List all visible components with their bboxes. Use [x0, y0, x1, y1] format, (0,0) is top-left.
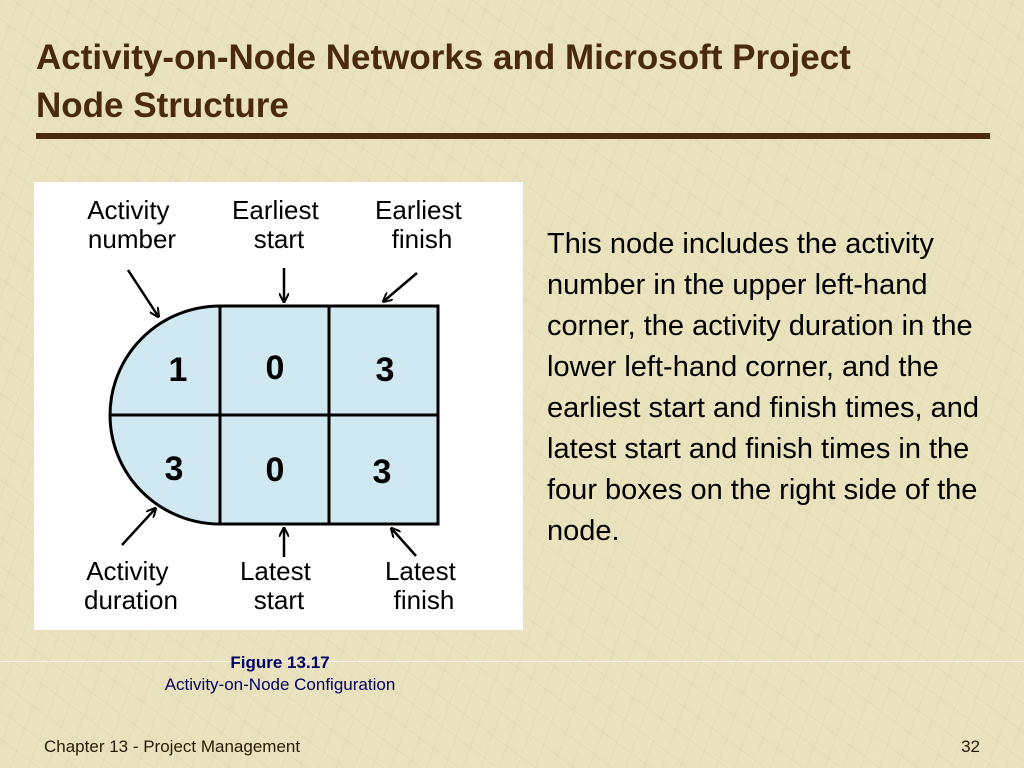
- earliest-start-label-line-2: start: [254, 224, 305, 254]
- latest-start-label-line-1: Latest: [240, 556, 312, 586]
- title-line-2: Node Structure: [36, 86, 289, 125]
- activity-number-label: Activity number: [87, 195, 177, 254]
- latest-finish-label-line-1: Latest: [385, 556, 457, 586]
- latest-finish-label-line-2: finish: [394, 585, 455, 615]
- slide-title: Activity-on-Node Networks and Microsoft …: [36, 34, 996, 130]
- latest-start-label-line-2: start: [254, 585, 305, 615]
- page-number: 32: [961, 737, 980, 756]
- earliest-finish-arrow: [384, 272, 418, 301]
- activity-duration-value: 3: [165, 450, 184, 488]
- latest-finish-label: Latest finish: [385, 556, 463, 615]
- description-text: This node includes the activity number i…: [547, 228, 979, 547]
- figure-caption-title: Figure 13.17: [230, 653, 330, 672]
- latest-finish-value: 3: [373, 453, 392, 491]
- node-diagram: 1 3 0 3 0 3 Activity number Earliest sta…: [84, 195, 469, 615]
- activity-duration-arrow: [121, 509, 155, 546]
- earliest-finish-label-line-1: Earliest: [375, 195, 462, 225]
- latest-start-value: 0: [266, 451, 285, 489]
- title-line-1: Activity-on-Node Networks and Microsoft …: [36, 38, 851, 77]
- earliest-finish-value: 3: [376, 351, 395, 389]
- earliest-start-label-line-1: Earliest: [232, 195, 319, 225]
- activity-duration-label-line-2: duration: [84, 585, 178, 615]
- latest-start-label: Latest start: [240, 556, 318, 615]
- activity-duration-label: Activity duration: [84, 556, 178, 615]
- footer-chapter-label: Chapter 13 - Project Management: [44, 737, 301, 756]
- earliest-start-value: 0: [266, 349, 285, 387]
- latest-finish-arrow: [392, 529, 417, 557]
- earliest-start-label: Earliest start: [232, 195, 326, 254]
- footer-divider: [0, 661, 1024, 662]
- node-diagram-panel: 1 3 0 3 0 3 Activity number Earliest sta…: [34, 182, 523, 630]
- activity-number-value: 1: [169, 351, 188, 389]
- figure-caption-subtitle: Activity-on-Node Configuration: [164, 675, 396, 694]
- activity-number-label-line-1: Activity: [87, 195, 169, 225]
- earliest-finish-label-line-2: finish: [392, 224, 453, 254]
- title-underline: [36, 133, 990, 139]
- activity-number-arrow: [126, 269, 158, 316]
- activity-duration-label-line-1: Activity: [86, 556, 168, 586]
- figure-caption: Figure 13.17 Activity-on-Node Configurat…: [130, 652, 430, 696]
- activity-number-label-line-2: number: [88, 224, 176, 254]
- earliest-finish-label: Earliest finish: [375, 195, 469, 254]
